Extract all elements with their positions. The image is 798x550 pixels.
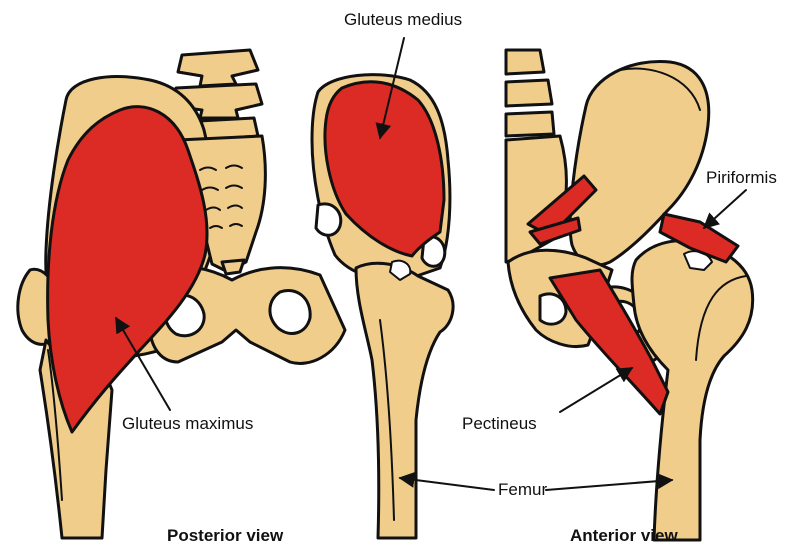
piriformis-arrow <box>704 190 746 228</box>
label-gluteus-medius: Gluteus medius <box>344 10 462 30</box>
anterior-view-illustration <box>506 50 753 540</box>
right-obturator-foramen <box>270 290 310 333</box>
label-gluteus-maximus: Gluteus maximus <box>122 414 253 434</box>
anterior-lumbar <box>506 50 554 136</box>
label-piriformis: Piriformis <box>706 168 777 188</box>
label-anterior-view: Anterior view <box>570 526 678 546</box>
femur-arrow-right <box>546 480 672 490</box>
gluteus-maximus-muscle <box>48 107 207 432</box>
posterior-view-illustration <box>18 50 453 538</box>
label-posterior-view: Posterior view <box>167 526 283 546</box>
label-pectineus: Pectineus <box>462 414 537 434</box>
right-femur <box>356 263 453 538</box>
coccyx <box>222 260 244 274</box>
pectineus-arrow <box>560 368 632 412</box>
label-femur: Femur <box>498 480 547 500</box>
